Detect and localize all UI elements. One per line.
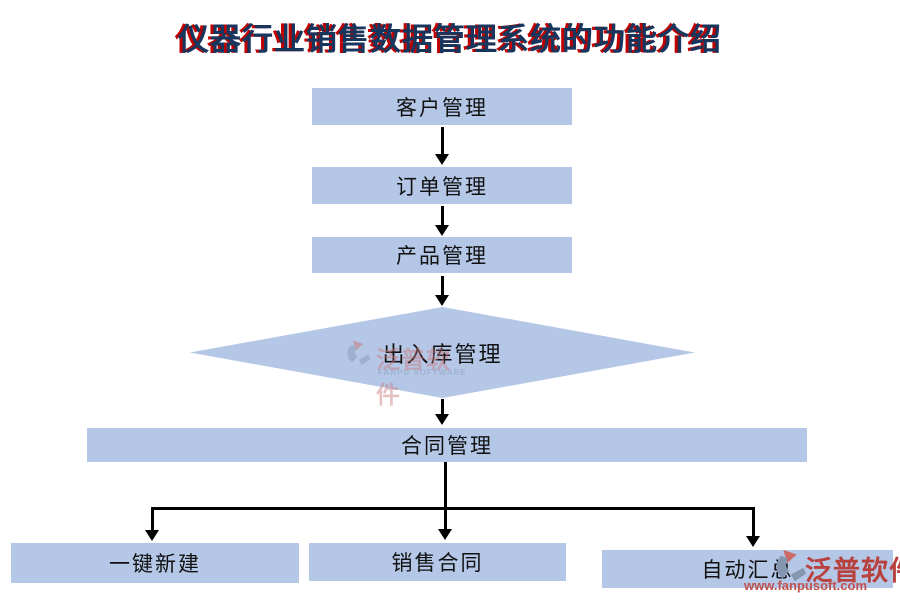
flow-node-contract: 合同管理 bbox=[87, 428, 807, 462]
arrow-order-to-product-head-icon bbox=[435, 225, 449, 236]
flow-node-warehouse-decision: 出入库管理 bbox=[190, 307, 695, 398]
fanpu-logo-icon bbox=[776, 549, 807, 582]
arrow-contract-to-auto-summary-head-icon bbox=[746, 536, 760, 547]
branch-horizontal-line bbox=[151, 507, 755, 510]
flow-node-quick-create-label: 一键新建 bbox=[109, 552, 201, 576]
arrow-order-to-product-line bbox=[441, 206, 444, 226]
flow-node-product-label: 产品管理 bbox=[396, 244, 488, 268]
page-title: 仪器行业销售数据管理系统的功能介绍 bbox=[178, 22, 722, 57]
flow-node-customer: 客户管理 bbox=[312, 88, 572, 125]
flow-node-quick-create: 一键新建 bbox=[11, 543, 299, 583]
arrow-product-to-warehouse-line bbox=[441, 276, 444, 296]
watermark-bottom-right: 泛普软件 www.fanpusoft.com bbox=[744, 547, 900, 597]
arrow-warehouse-to-contract-head-icon bbox=[435, 414, 449, 425]
flow-node-product: 产品管理 bbox=[312, 237, 572, 273]
arrow-contract-to-sales-contract-head-icon bbox=[438, 529, 452, 540]
flow-node-contract-label: 合同管理 bbox=[401, 434, 493, 458]
watermark-brand-text: 泛普软件 bbox=[805, 556, 900, 586]
arrow-customer-to-order-head-icon bbox=[435, 154, 449, 165]
branch-trunk-line bbox=[444, 462, 447, 530]
branch-right-drop-line bbox=[752, 507, 755, 537]
flow-node-sales-contract: 销售合同 bbox=[309, 543, 566, 581]
flow-node-customer-label: 客户管理 bbox=[396, 95, 488, 120]
flow-node-order-label: 订单管理 bbox=[396, 174, 488, 199]
flow-node-auto-summary-label: 自动汇总 bbox=[701, 558, 794, 582]
flow-node-warehouse-label: 出入库管理 bbox=[382, 341, 503, 367]
flow-node-auto-summary: 自动汇总 bbox=[602, 550, 893, 588]
arrow-warehouse-to-contract-line bbox=[441, 399, 444, 415]
arrow-customer-to-order-line bbox=[441, 127, 444, 155]
arrow-contract-to-quick-create-head-icon bbox=[145, 530, 159, 541]
flow-node-order: 订单管理 bbox=[312, 167, 572, 204]
flow-node-sales-contract-label: 销售合同 bbox=[391, 551, 484, 575]
arrow-product-to-warehouse-head-icon bbox=[435, 295, 449, 306]
branch-left-drop-line bbox=[151, 507, 154, 531]
watermark-url-text: www.fanpusoft.com bbox=[744, 578, 868, 593]
